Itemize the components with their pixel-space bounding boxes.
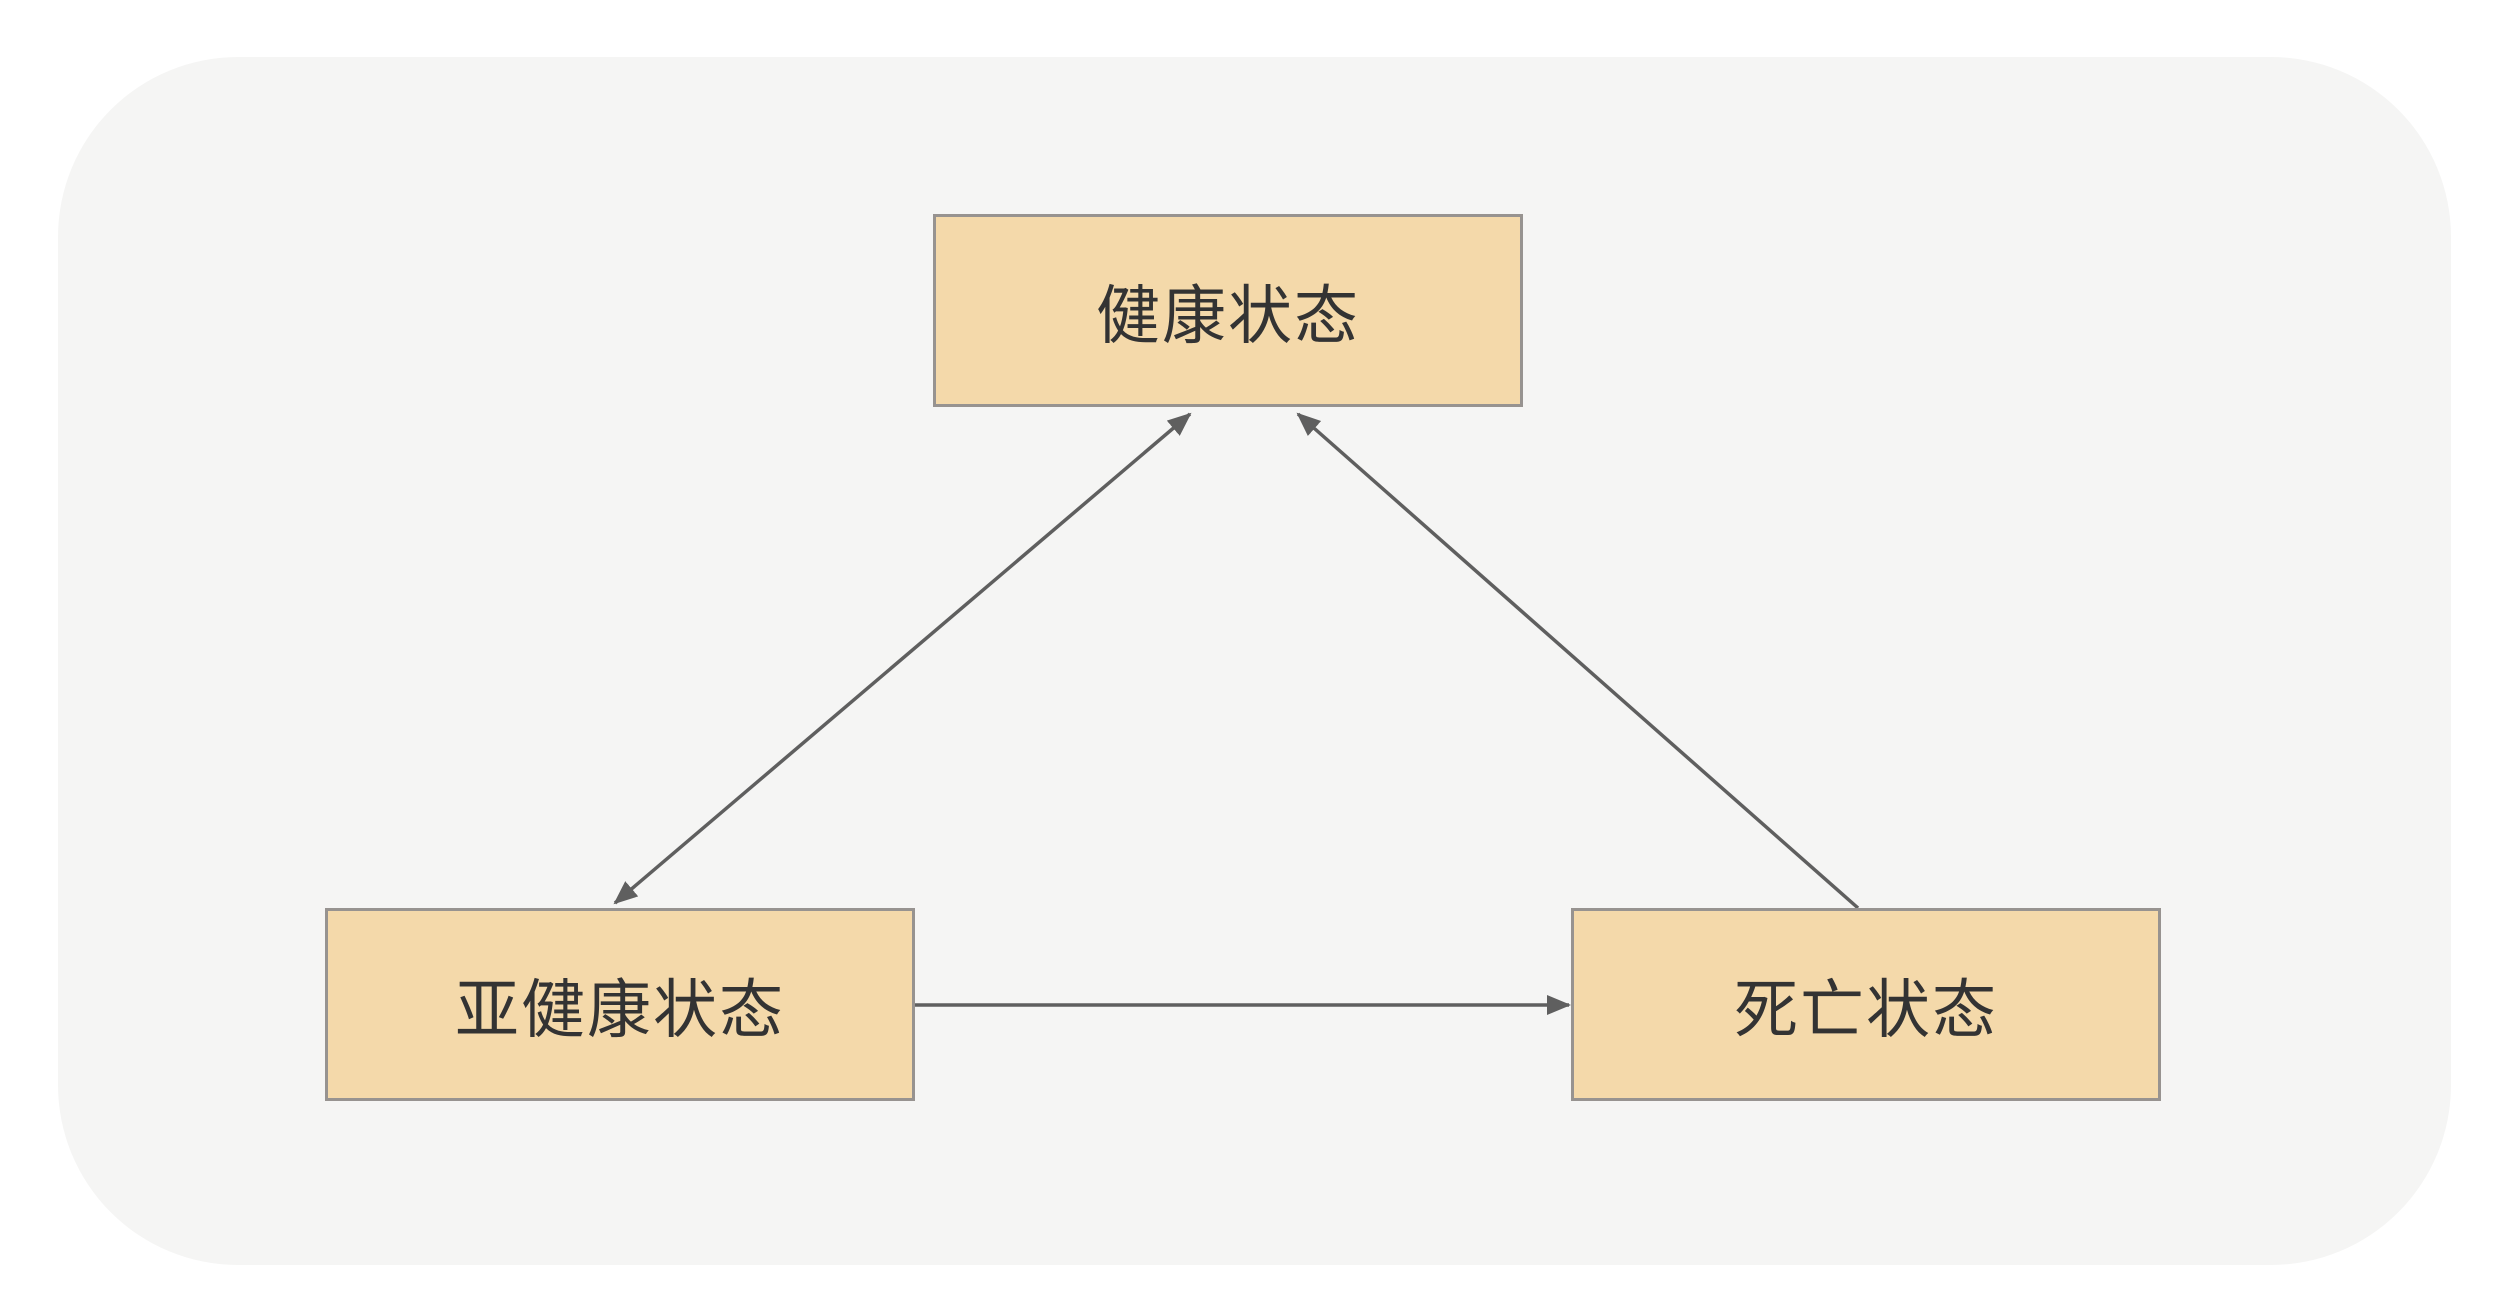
edge-healthy-subhealthy bbox=[613, 412, 1192, 905]
edge-dead-healthy bbox=[1296, 412, 1860, 910]
node-healthy[interactable]: 健康状态 bbox=[933, 214, 1523, 407]
node-healthy-label: 健康状态 bbox=[1096, 279, 1360, 354]
node-dead[interactable]: 死亡状态 bbox=[1571, 908, 2161, 1101]
node-subhealthy-label: 亚健康状态 bbox=[455, 973, 785, 1048]
node-dead-label: 死亡状态 bbox=[1734, 973, 1998, 1048]
node-subhealthy[interactable]: 亚健康状态 bbox=[325, 908, 915, 1101]
